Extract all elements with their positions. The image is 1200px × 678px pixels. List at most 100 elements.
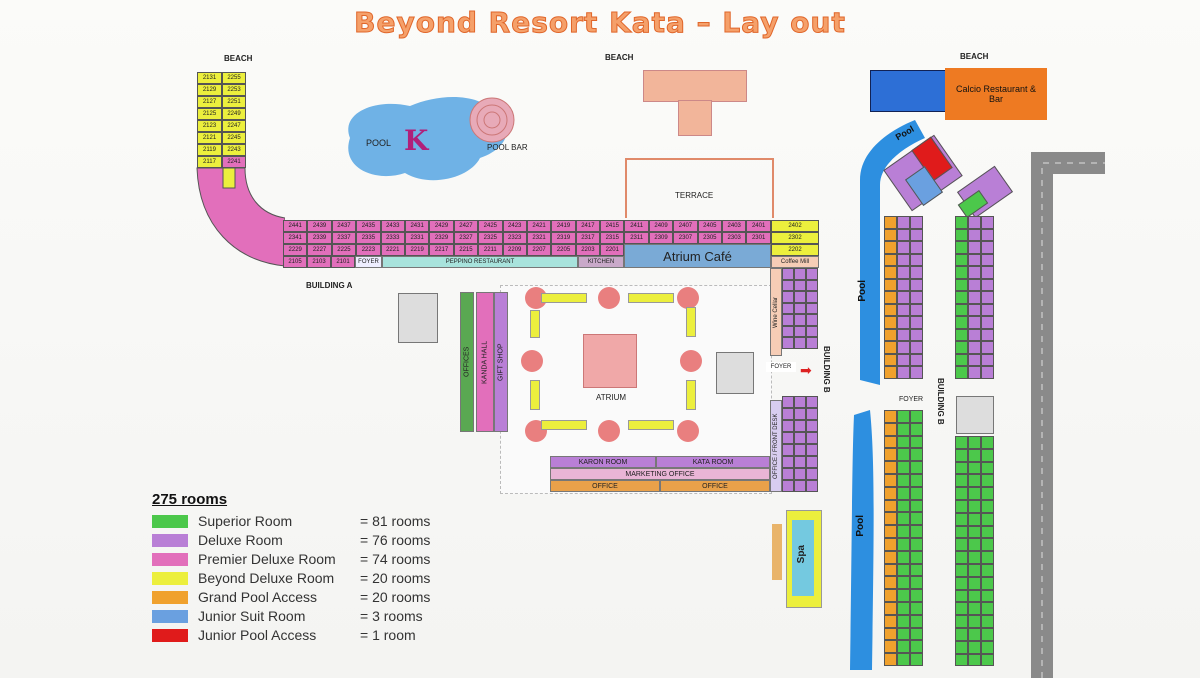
foyer-c: FOYER — [899, 396, 924, 403]
building-b-rooms-upper — [782, 268, 818, 349]
room-cell — [955, 278, 968, 291]
legend-item-name: Beyond Deluxe Room — [198, 570, 335, 586]
room-cell — [782, 279, 794, 291]
karon-room: KARON ROOM — [550, 456, 656, 468]
room-cell — [955, 487, 968, 500]
room-cell — [910, 328, 923, 341]
room-cell: 2255 — [222, 72, 246, 84]
legend-item: Superior Room= 81 rooms — [152, 513, 430, 529]
room-cell — [897, 525, 910, 538]
room-cell — [884, 550, 897, 564]
room-cell — [981, 615, 994, 628]
room-cell — [782, 444, 794, 456]
room-cell — [782, 456, 794, 468]
room-cell — [910, 653, 923, 666]
room-cell — [897, 640, 910, 654]
offices-block: OFFICES — [460, 292, 474, 432]
atrium-pavilion — [583, 334, 637, 388]
room-cell — [782, 468, 794, 480]
room-cell — [782, 325, 794, 337]
room-cell: 2127 — [197, 96, 222, 108]
room-cell — [897, 253, 910, 266]
room-cell: 2425 — [478, 220, 503, 232]
room-cell — [955, 241, 968, 254]
room-cell — [897, 328, 910, 341]
building-b-label-right: BUILDING B — [936, 378, 945, 425]
kata-room: KATA ROOM — [656, 456, 770, 468]
room-cell: 2323 — [502, 232, 527, 244]
atrium-bench — [628, 420, 674, 430]
room-cell — [955, 538, 968, 552]
room-cell — [897, 422, 910, 436]
room-cell — [910, 640, 923, 654]
room-cell: 2403 — [722, 220, 747, 232]
room-cell — [782, 314, 794, 326]
room-cell — [968, 448, 981, 462]
room-cell — [884, 512, 897, 526]
spa-label: Spa — [796, 545, 807, 564]
room-cell — [981, 278, 994, 291]
room-cell — [884, 473, 897, 487]
room-cell — [884, 291, 897, 304]
building-a-curve — [196, 167, 285, 267]
room-cell — [884, 303, 897, 316]
legend-item-count: = 1 room — [360, 627, 416, 643]
room-cell — [884, 228, 897, 241]
room-cell — [806, 468, 818, 480]
room-cell — [897, 601, 910, 615]
room-cell — [968, 487, 981, 500]
room-cell — [955, 602, 968, 616]
room-cell: 2321 — [526, 232, 552, 244]
room-cell: 2215 — [453, 244, 479, 256]
building-b-stair — [956, 396, 994, 434]
room-cell — [910, 316, 923, 329]
room-cell: 2247 — [222, 120, 246, 132]
room-cell: 2315 — [600, 232, 625, 244]
arrow-right-icon: ➡ — [800, 362, 812, 378]
room-cell: 2337 — [331, 232, 357, 244]
room-cell: 2427 — [453, 220, 479, 232]
legend-swatch — [152, 552, 188, 566]
room-cell: 2103 — [307, 256, 331, 268]
room-cell — [884, 353, 897, 366]
office-right: OFFICE — [660, 480, 770, 492]
room-cell — [782, 420, 794, 432]
room-cell: 2101 — [331, 256, 355, 268]
room-cell: 2207 — [526, 244, 552, 256]
gift-shop: GIFT SHOP — [494, 292, 508, 432]
room-cell — [981, 228, 994, 241]
room-cell — [897, 589, 910, 602]
beach-pavilion — [643, 70, 747, 102]
room-cell — [884, 614, 897, 628]
room-cell — [897, 627, 910, 641]
room-cell — [981, 448, 994, 462]
room-cell: 2303 — [722, 232, 747, 244]
legend-swatch — [152, 609, 188, 623]
room-cell — [968, 303, 981, 316]
room-cell — [955, 512, 968, 526]
room-cell — [981, 291, 994, 304]
room-cell — [955, 316, 968, 329]
room-cell — [806, 432, 818, 444]
building-b-label-left: BUILDING B — [822, 346, 831, 393]
room-cell — [806, 408, 818, 420]
room-cell — [981, 551, 994, 564]
room-cell — [968, 563, 981, 577]
atrium-kiosk — [716, 352, 754, 394]
legend-item-name: Grand Pool Access — [198, 589, 318, 605]
room-cell — [806, 456, 818, 468]
room-cell — [955, 216, 968, 229]
room-cell — [897, 550, 910, 564]
room-cell — [910, 291, 923, 304]
room-cell — [794, 314, 806, 326]
room-cell — [981, 487, 994, 500]
room-cell — [782, 480, 794, 492]
legend-heading: 275 rooms — [152, 491, 228, 508]
room-cell: 2335 — [356, 232, 381, 244]
atrium-bench — [541, 293, 587, 303]
room-cell — [806, 291, 818, 303]
room-cell — [782, 396, 794, 408]
legend-swatch — [152, 533, 188, 547]
room-cell — [794, 325, 806, 337]
